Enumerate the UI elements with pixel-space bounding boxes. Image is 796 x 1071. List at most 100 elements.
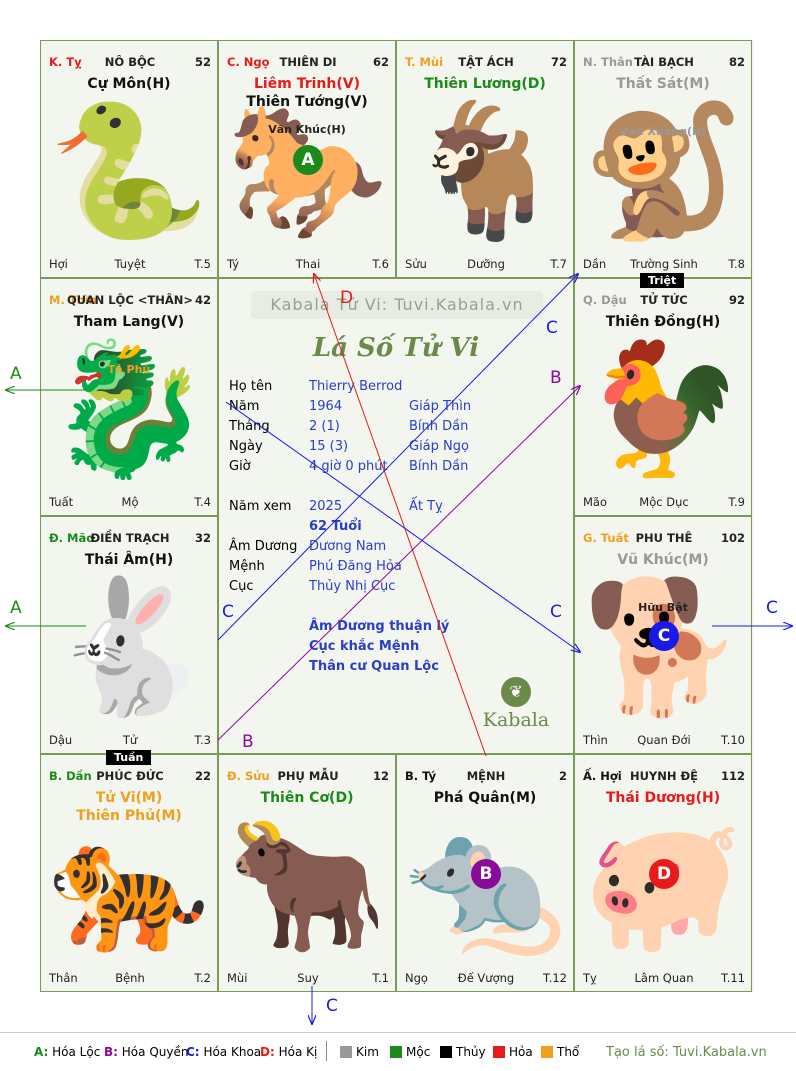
palace-name: TỬ TỨC (640, 293, 688, 307)
minor-star: Văn Khúc(H) (268, 123, 346, 136)
legend-moc: Mộc (406, 1045, 431, 1059)
palace-name: PHỤ MẪU (277, 769, 339, 783)
foot-stage: Lâm Quan (634, 971, 694, 985)
foot-month: T.4 (194, 495, 211, 509)
zodiac-icon: 🐉 (48, 332, 210, 485)
foot-stage: Mộc Dục (639, 495, 689, 509)
legend-quyen: Hóa Quyền (121, 1045, 189, 1059)
triet-tag: Triệt (640, 273, 685, 288)
can-chi: B. Dần (49, 769, 92, 783)
foot-month: T.2 (194, 971, 211, 985)
foot-month: T.1 (372, 971, 389, 985)
label-thang: Tháng (229, 419, 270, 434)
palace-name: PHU THÊ (635, 531, 693, 545)
value-nam: 1964 (309, 399, 343, 414)
palace-name: HUYNH ĐỆ (629, 769, 699, 783)
foot-month: T.3 (194, 733, 211, 747)
value-cuc: Thủy Nhị Cục (309, 579, 396, 594)
main-star: Cự Môn(H) (87, 76, 171, 92)
can-chi: Q. Dậu (583, 293, 627, 307)
transformation-badge: D (649, 859, 679, 889)
main-star: Thất Sát(M) (616, 76, 710, 92)
arrow-label-c-right: C (766, 598, 778, 618)
value-ngay: 15 (3) (309, 439, 349, 454)
can-chi: Ấ. Hợi (583, 769, 622, 783)
foot-stage: Trường Sinh (630, 257, 698, 271)
foot-month: T.10 (721, 733, 745, 747)
legend-thuy: Thủy (456, 1045, 486, 1059)
foot-branch: Mùi (227, 971, 248, 985)
can-chi: K. Tỵ (49, 55, 82, 69)
transformation-badge: C (649, 621, 679, 651)
value-thang: 2 (1) (309, 419, 340, 434)
value-ho-ten: Thierry Berrod (309, 379, 403, 394)
legend-khoa: Hóa Khoa (203, 1045, 262, 1059)
credit: Tạo lá số: Tuvi.Kabala.vn (606, 1045, 767, 1060)
foot-branch: Mão (583, 495, 608, 509)
foot-branch: Dậu (49, 733, 73, 747)
value-ngay-can: Giáp Ngọ (409, 439, 469, 454)
palace-name: MỆNH (466, 769, 506, 783)
legend-loc: Hóa Lộc (52, 1045, 101, 1059)
foot-stage: Đế Vượng (457, 971, 515, 985)
arrow-label-c-bottom: C (326, 996, 338, 1016)
zodiac-icon: 🐒 (582, 94, 744, 247)
foot-branch: Sửu (405, 257, 427, 271)
palace-name: QUAN LỘC <THÂN> (66, 293, 194, 307)
dai-han-age: 82 (728, 55, 745, 69)
main-star: Thiên Lương(D) (424, 76, 546, 92)
zodiac-icon: 🐅 (48, 808, 210, 961)
foot-month: T.5 (194, 257, 211, 271)
legend-ki-key: D: (260, 1045, 275, 1059)
zodiac-icon: 🐇 (48, 570, 210, 723)
foot-branch: Thìn (583, 733, 608, 747)
foot-branch: Tý (227, 257, 240, 271)
foot-stage: Thai (295, 257, 321, 271)
foot-month: T.12 (543, 971, 567, 985)
minor-star: Hữu Bật (638, 601, 688, 614)
tuan-tag: Tuần (106, 750, 152, 765)
moc-swatch (390, 1046, 402, 1058)
arrow-label-c-mid: C (550, 602, 562, 622)
legend: A: Hóa Lộc B: Hóa Quyền C: Hóa Khoa D: H… (0, 1032, 796, 1071)
foot-month: T.11 (721, 971, 745, 985)
thuy-swatch (440, 1046, 452, 1058)
transformation-badge: B (471, 859, 501, 889)
legend-ki: Hóa Kị (278, 1045, 318, 1059)
foot-branch: Hợi (49, 257, 68, 271)
dai-han-age: 102 (720, 531, 745, 545)
legend-loc-key: A: (34, 1045, 49, 1059)
label-nam-xem: Năm xem (229, 499, 292, 514)
foot-branch: Thân (49, 971, 78, 985)
foot-branch: Tỵ (583, 971, 597, 985)
label-am-duong: Âm Dương (229, 539, 298, 554)
note-cuc: Cục khắc Mệnh (309, 639, 420, 654)
legend-quyen-key: B: (104, 1045, 118, 1059)
foot-month: T.8 (728, 257, 745, 271)
can-chi: Đ. Sửu (227, 769, 270, 783)
zodiac-icon: 🐍 (48, 94, 210, 247)
zodiac-icon: 🐓 (582, 332, 744, 485)
dai-han-age: 12 (372, 769, 389, 783)
value-menh: Phú Đăng Hỏa (309, 559, 402, 574)
can-chi: B. Tý (405, 769, 437, 783)
center-info-panel: Kabala Tử Vi: Tuvi.Kabala.vn Lá Số Tử Vi… (218, 278, 574, 754)
can-chi: C. Ngọ (227, 55, 270, 69)
can-chi: N. Thân (583, 55, 633, 69)
kabala-logo-icon: ❦ (501, 677, 531, 707)
foot-month: T.9 (728, 495, 745, 509)
watermark-text: Kabala Tử Vi: Tuvi.Kabala.vn (251, 291, 543, 319)
main-star: Thiên Phủ(M) (76, 808, 182, 824)
